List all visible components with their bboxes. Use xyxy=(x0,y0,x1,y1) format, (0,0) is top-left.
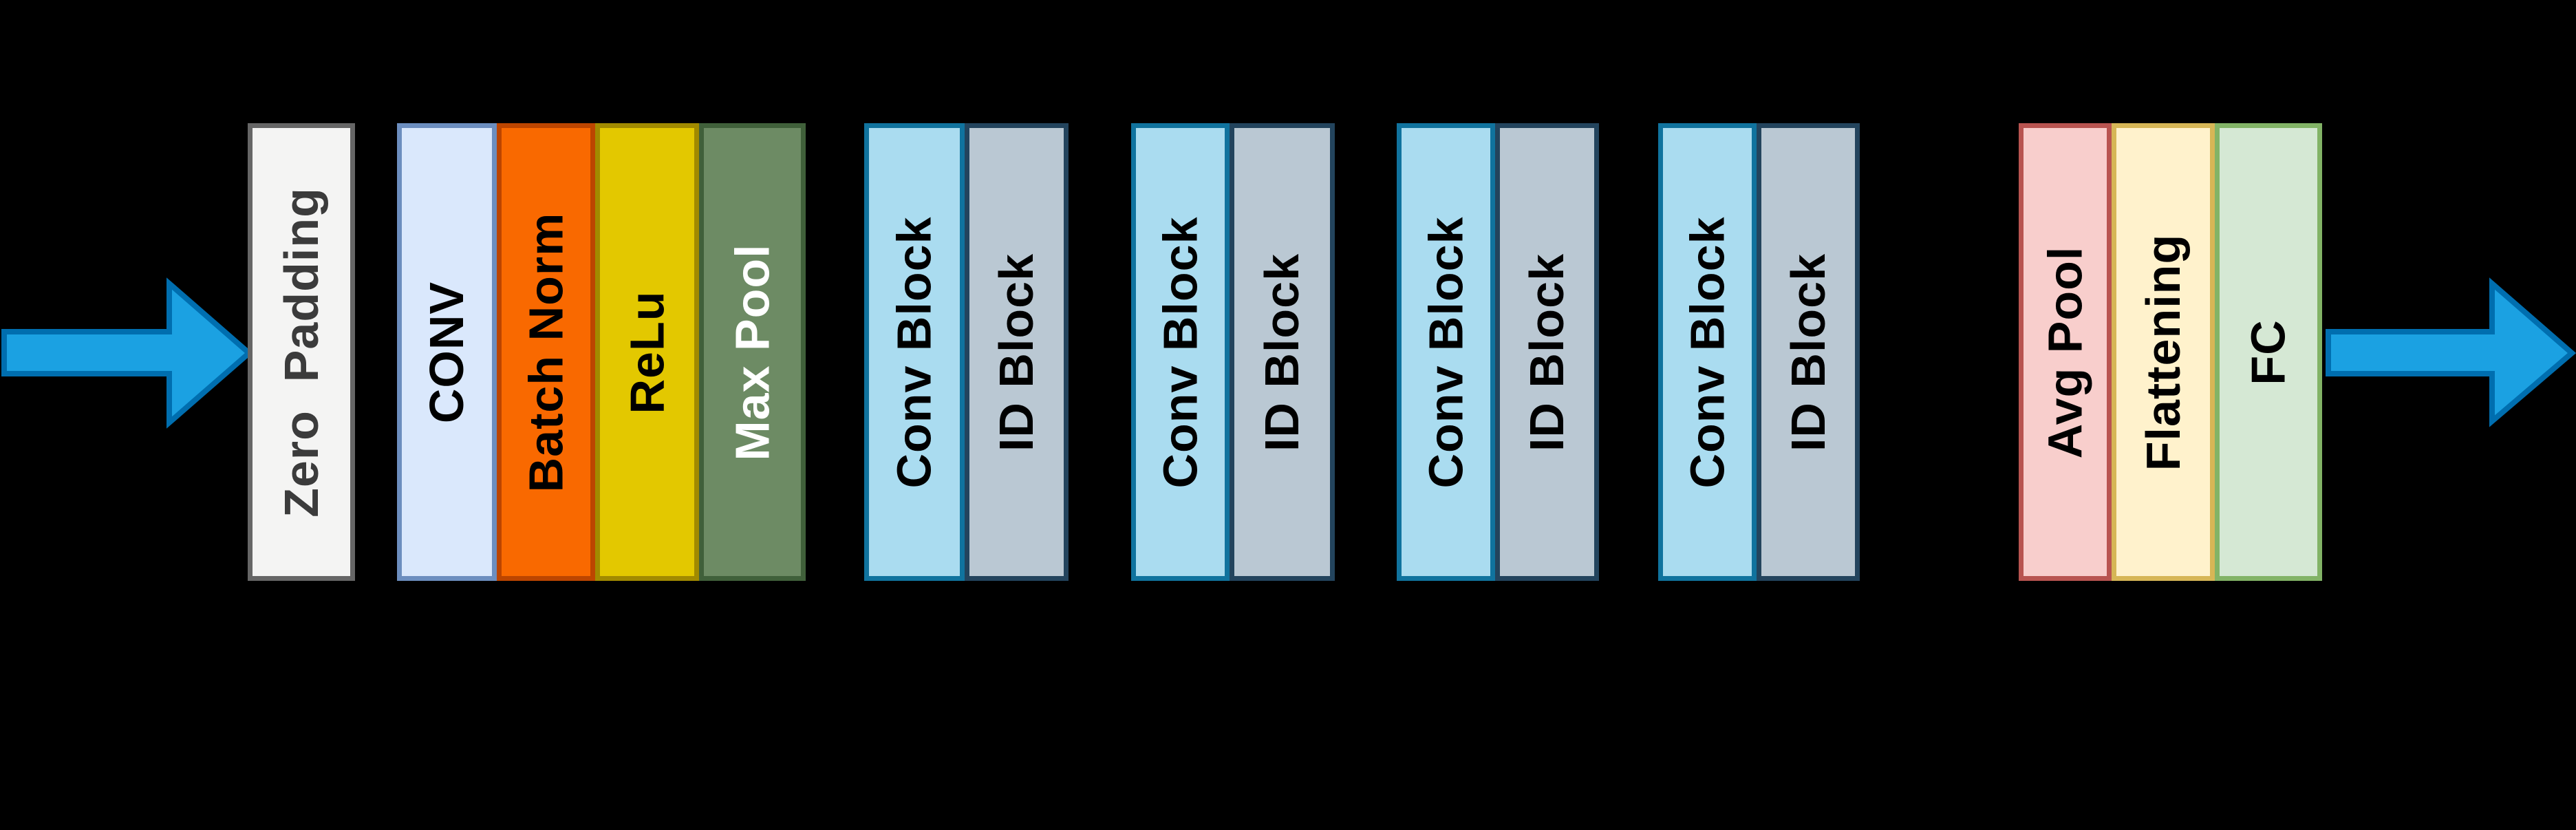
block-id-block-4: ID Block xyxy=(1757,123,1860,581)
output-arrow xyxy=(2326,277,2576,427)
input-arrow xyxy=(1,277,254,429)
block-conv: CONV xyxy=(397,123,497,581)
conv-block-3-label: Conv Block xyxy=(1419,215,1473,489)
id-block-4-label: ID Block xyxy=(1781,253,1836,451)
block-conv-block-2: Conv Block xyxy=(1131,123,1230,581)
avg-pool-label: Avg Pool xyxy=(2038,246,2092,458)
block-relu: ReLu xyxy=(595,123,699,581)
flattening-label: Flattening xyxy=(2136,233,2191,471)
id-block-1-label: ID Block xyxy=(989,253,1044,451)
block-zero-padding: Zero Padding xyxy=(248,123,355,581)
conv-label: CONV xyxy=(420,281,474,423)
block-avg-pool: Avg Pool xyxy=(2019,123,2112,581)
block-max-pool: Max Pool xyxy=(699,123,806,581)
zero-padding-label: Zero Padding xyxy=(275,187,329,518)
block-conv-block-3: Conv Block xyxy=(1397,123,1495,581)
conv-block-4-label: Conv Block xyxy=(1680,215,1735,489)
conv-block-2-label: Conv Block xyxy=(1153,215,1208,489)
batch-norm-label: Batch Norm xyxy=(519,212,573,492)
relu-label: ReLu xyxy=(620,290,674,414)
fc-label: FC xyxy=(2242,319,2295,385)
block-flattening: Flattening xyxy=(2112,123,2215,581)
block-conv-block-4: Conv Block xyxy=(1658,123,1757,581)
block-conv-block-1: Conv Block xyxy=(864,123,965,581)
block-batch-norm: Batch Norm xyxy=(497,123,595,581)
max-pool-label: Max Pool xyxy=(725,243,780,461)
block-fc: FC xyxy=(2215,123,2322,581)
id-block-3-label: ID Block xyxy=(1520,253,1574,451)
block-id-block-2: ID Block xyxy=(1230,123,1335,581)
conv-block-1-label: Conv Block xyxy=(888,215,942,489)
id-block-2-label: ID Block xyxy=(1255,253,1309,451)
block-id-block-1: ID Block xyxy=(965,123,1069,581)
block-id-block-3: ID Block xyxy=(1495,123,1599,581)
